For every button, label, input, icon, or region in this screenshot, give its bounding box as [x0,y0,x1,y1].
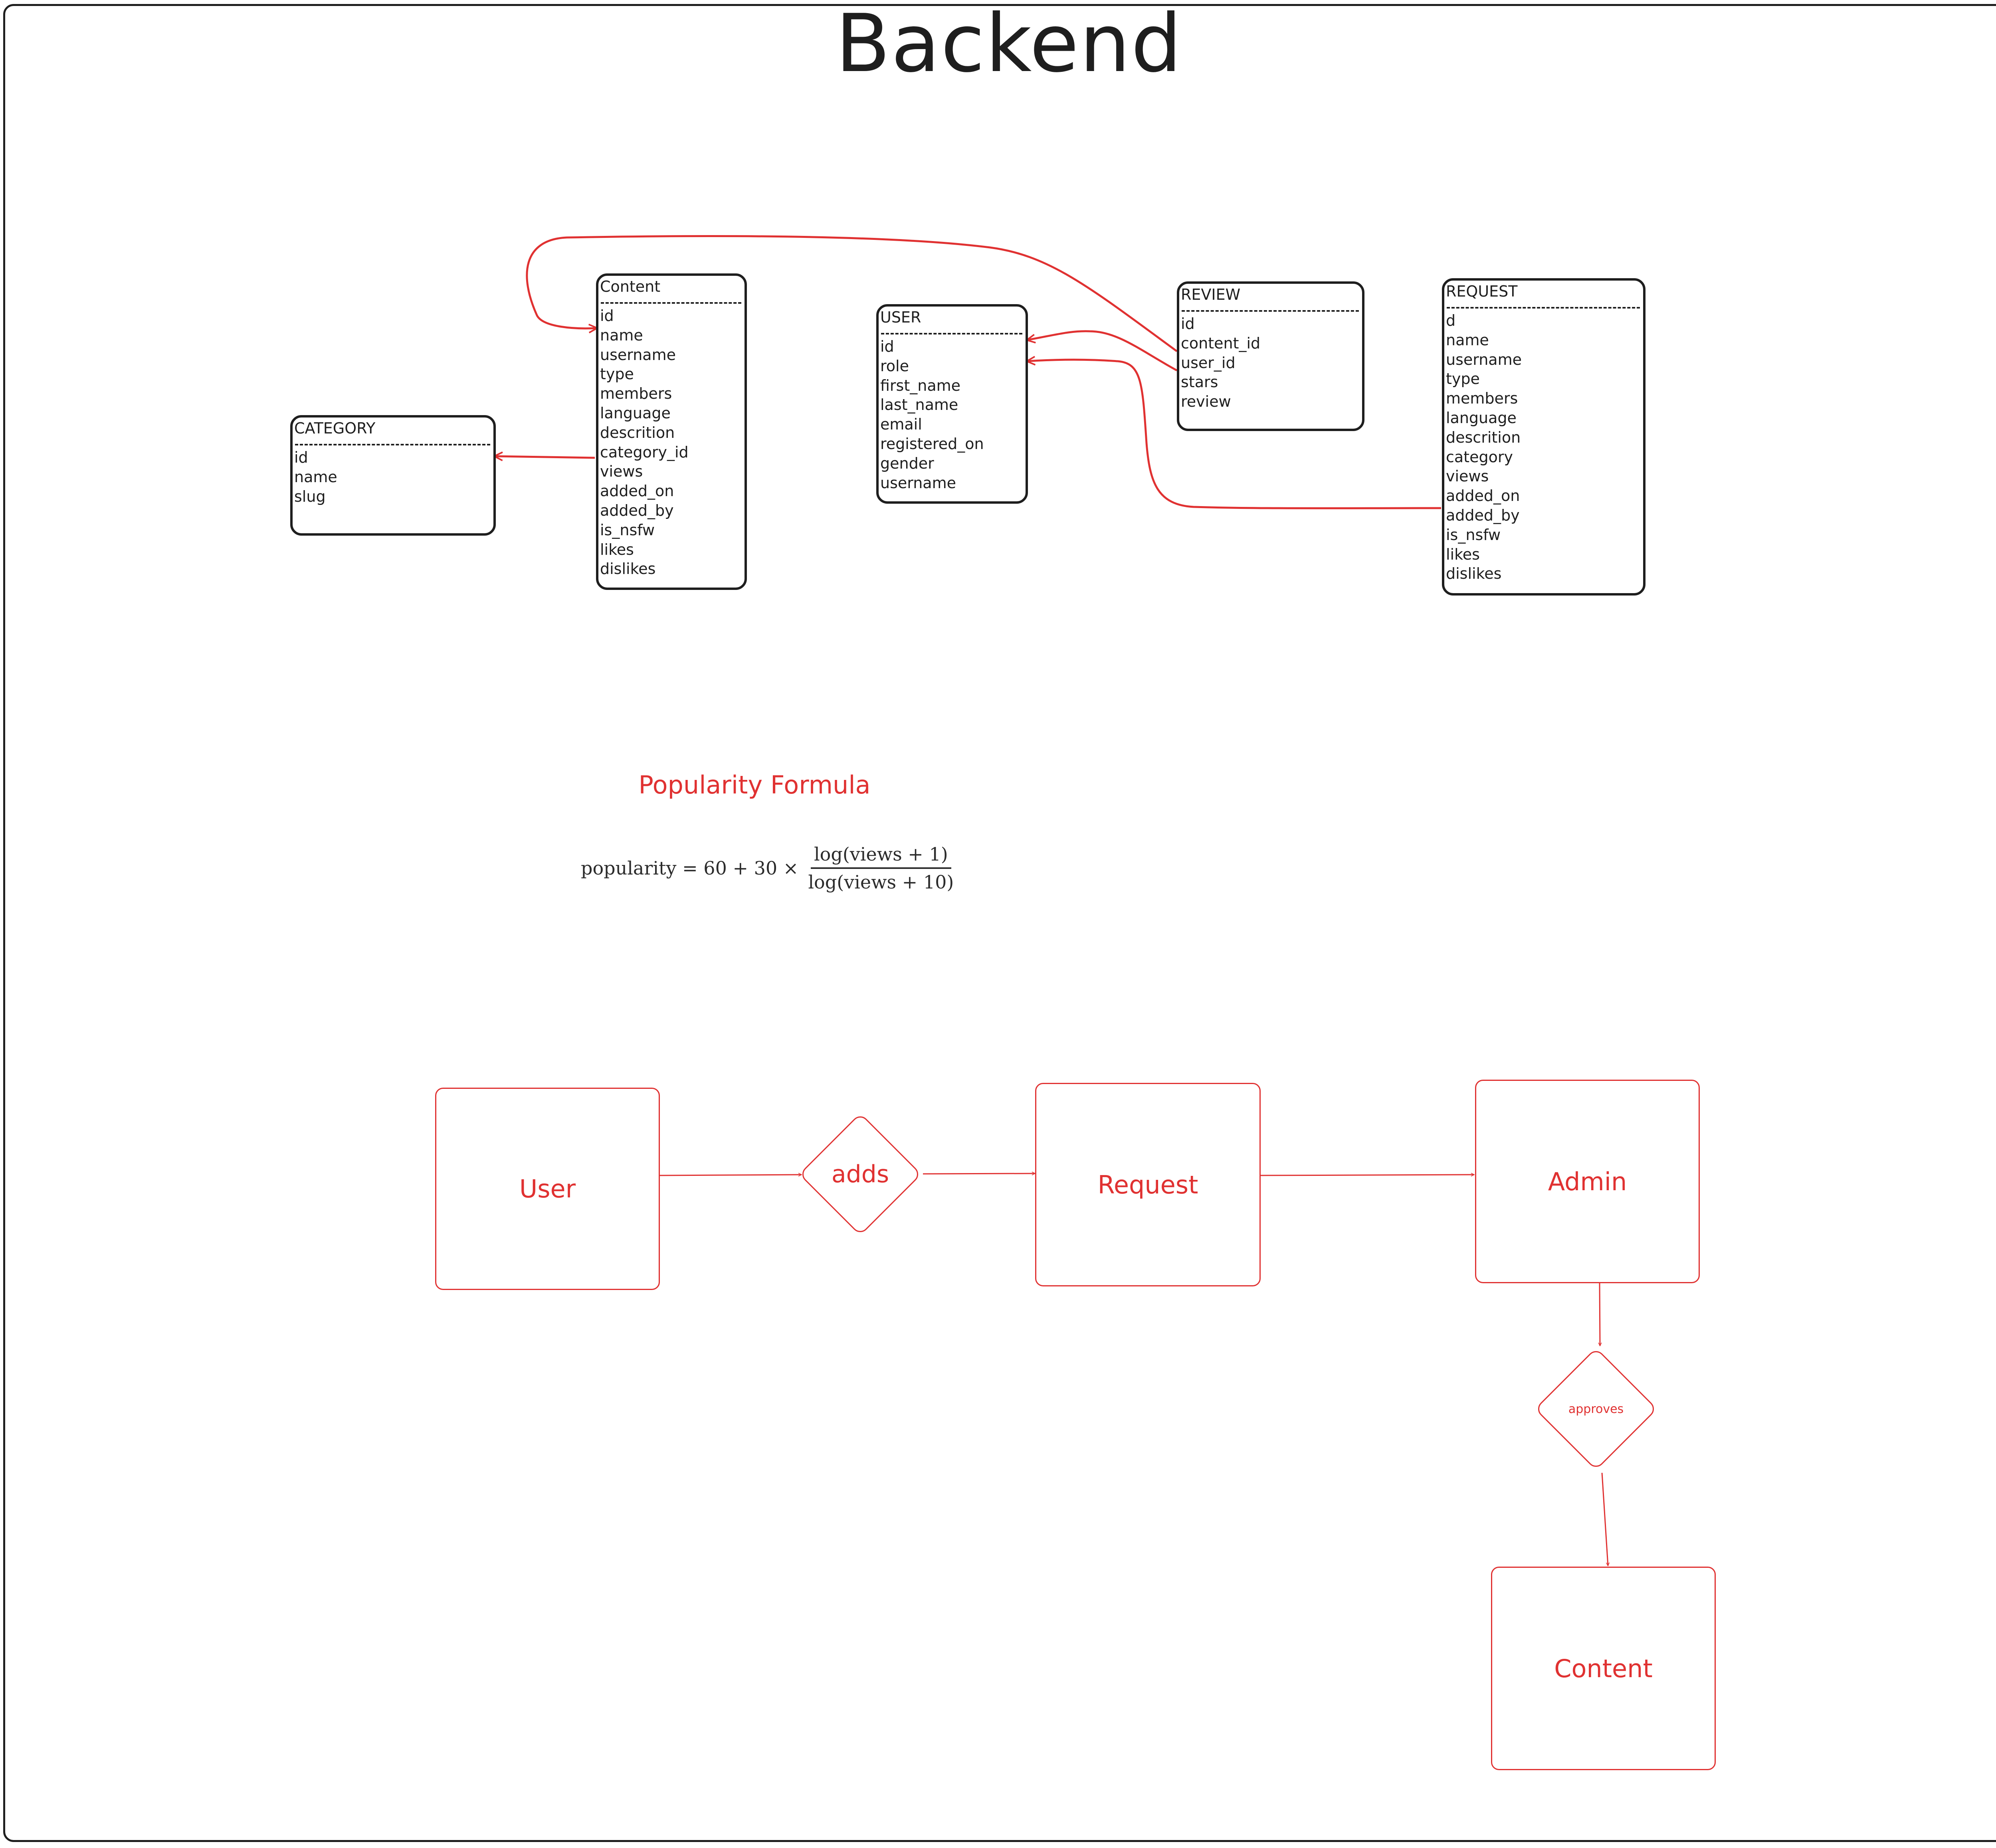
field-slug: slug [294,487,326,505]
formula-numerator: log(views + 1) [810,843,951,869]
field-dislikes: dislikes [600,560,656,578]
field-descrition: descrition [1446,428,1521,446]
field-category-id: category_id [600,443,689,461]
field-content-id: content_id [1181,334,1261,352]
field-views: views [1446,467,1489,485]
field-d: d [1446,312,1456,329]
field-id: id [294,449,308,466]
field-dislikes: dislikes [1446,565,1502,583]
formula-fraction: log(views + 1) log(views + 10) [805,843,957,893]
flow-node-content[interactable]: Content [1491,1567,1716,1770]
field-likes: likes [1446,545,1480,563]
field-email: email [880,416,922,433]
node-label: Content [1554,1654,1653,1683]
flow-node-admin[interactable]: Admin [1475,1080,1700,1283]
formula-denominator: log(views + 10) [808,871,954,893]
field-name: name [294,468,337,486]
field-added-by: added_by [1446,506,1520,524]
field-username: username [600,346,676,364]
field-added-on: added_on [1446,487,1520,505]
field-is-nsfw: is_nsfw [1446,526,1501,544]
popularity-title: Popularity Formula [638,770,871,799]
field-members: members [600,385,672,403]
flow-edge-approves-content [1601,1472,1608,1566]
field-id: id [880,338,894,355]
field-descrition: descrition [600,423,675,441]
field-language: language [1446,409,1517,427]
node-label: Request [1097,1170,1198,1199]
flow-decision-approves[interactable]: approves [1534,1347,1658,1471]
entity-divider [295,444,490,445]
entity-divider [601,302,741,304]
popularity-formula: popularity = 60 + 30 × log(views + 1) lo… [581,838,957,898]
field-list: id role first_name last_name email regis… [879,337,1026,493]
field-last-name: last_name [880,396,958,414]
entity-content[interactable]: Content id name username type members la… [596,273,747,590]
flow-decision-adds[interactable]: adds [798,1112,922,1236]
node-label: User [519,1174,576,1203]
field-language: language [600,404,671,422]
field-user-id: user_id [1181,354,1236,372]
entity-name: CATEGORY [294,419,376,437]
field-views: views [600,463,643,481]
relation-review-content [526,235,1178,352]
entity-name: USER [880,309,921,326]
entity-review[interactable]: REVIEW id content_id user_id stars revie… [1177,281,1364,431]
field-category: category [1446,448,1513,466]
field-added-by: added_by [600,501,674,519]
field-name: name [600,326,643,344]
flow-node-request[interactable]: Request [1035,1083,1261,1286]
entity-divider [1447,307,1640,309]
node-label: approves [1568,1402,1624,1416]
field-username: username [880,474,956,492]
field-name: name [1446,331,1489,349]
node-label: Admin [1548,1167,1627,1196]
field-likes: likes [600,540,634,558]
field-username: username [1446,350,1522,368]
field-review: review [1181,393,1231,411]
entity-request[interactable]: REQUEST d name username type members lan… [1442,278,1646,596]
formula-lhs: popularity = 60 + 30 × [581,857,799,879]
field-added-on: added_on [600,482,674,500]
field-role: role [880,357,909,375]
canvas-frame [3,4,1996,1842]
entity-divider [1182,310,1359,312]
field-id: id [1181,315,1195,332]
field-is-nsfw: is_nsfw [600,521,655,539]
field-type: type [1446,370,1480,388]
field-stars: stars [1181,373,1218,391]
field-members: members [1446,390,1518,408]
relation-request-user [1027,360,1442,509]
entity-user[interactable]: USER id role first_name last_name email … [876,304,1028,504]
entity-name: REQUEST [1446,283,1518,300]
entity-divider [881,333,1022,334]
flow-edge-adds-request [923,1173,1035,1174]
field-type: type [600,365,634,383]
field-list: id name username type members language d… [598,306,745,579]
field-first-name: first_name [880,376,961,394]
field-id: id [600,307,614,324]
entity-name: Content [600,278,661,295]
relation-review-user [1027,330,1178,372]
node-label: adds [831,1160,889,1188]
page-title: Backend [835,0,1183,90]
field-list: id name slug [293,448,493,506]
field-list: d name username type members language de… [1444,311,1643,584]
flow-node-user[interactable]: User [435,1088,660,1290]
entity-name: REVIEW [1181,286,1241,303]
field-list: id content_id user_id stars review [1179,314,1362,412]
entity-category[interactable]: CATEGORY id name slug [290,415,496,536]
field-registered-on: registered_on [880,435,984,453]
relation-content-category [494,456,595,458]
field-gender: gender [880,454,934,472]
